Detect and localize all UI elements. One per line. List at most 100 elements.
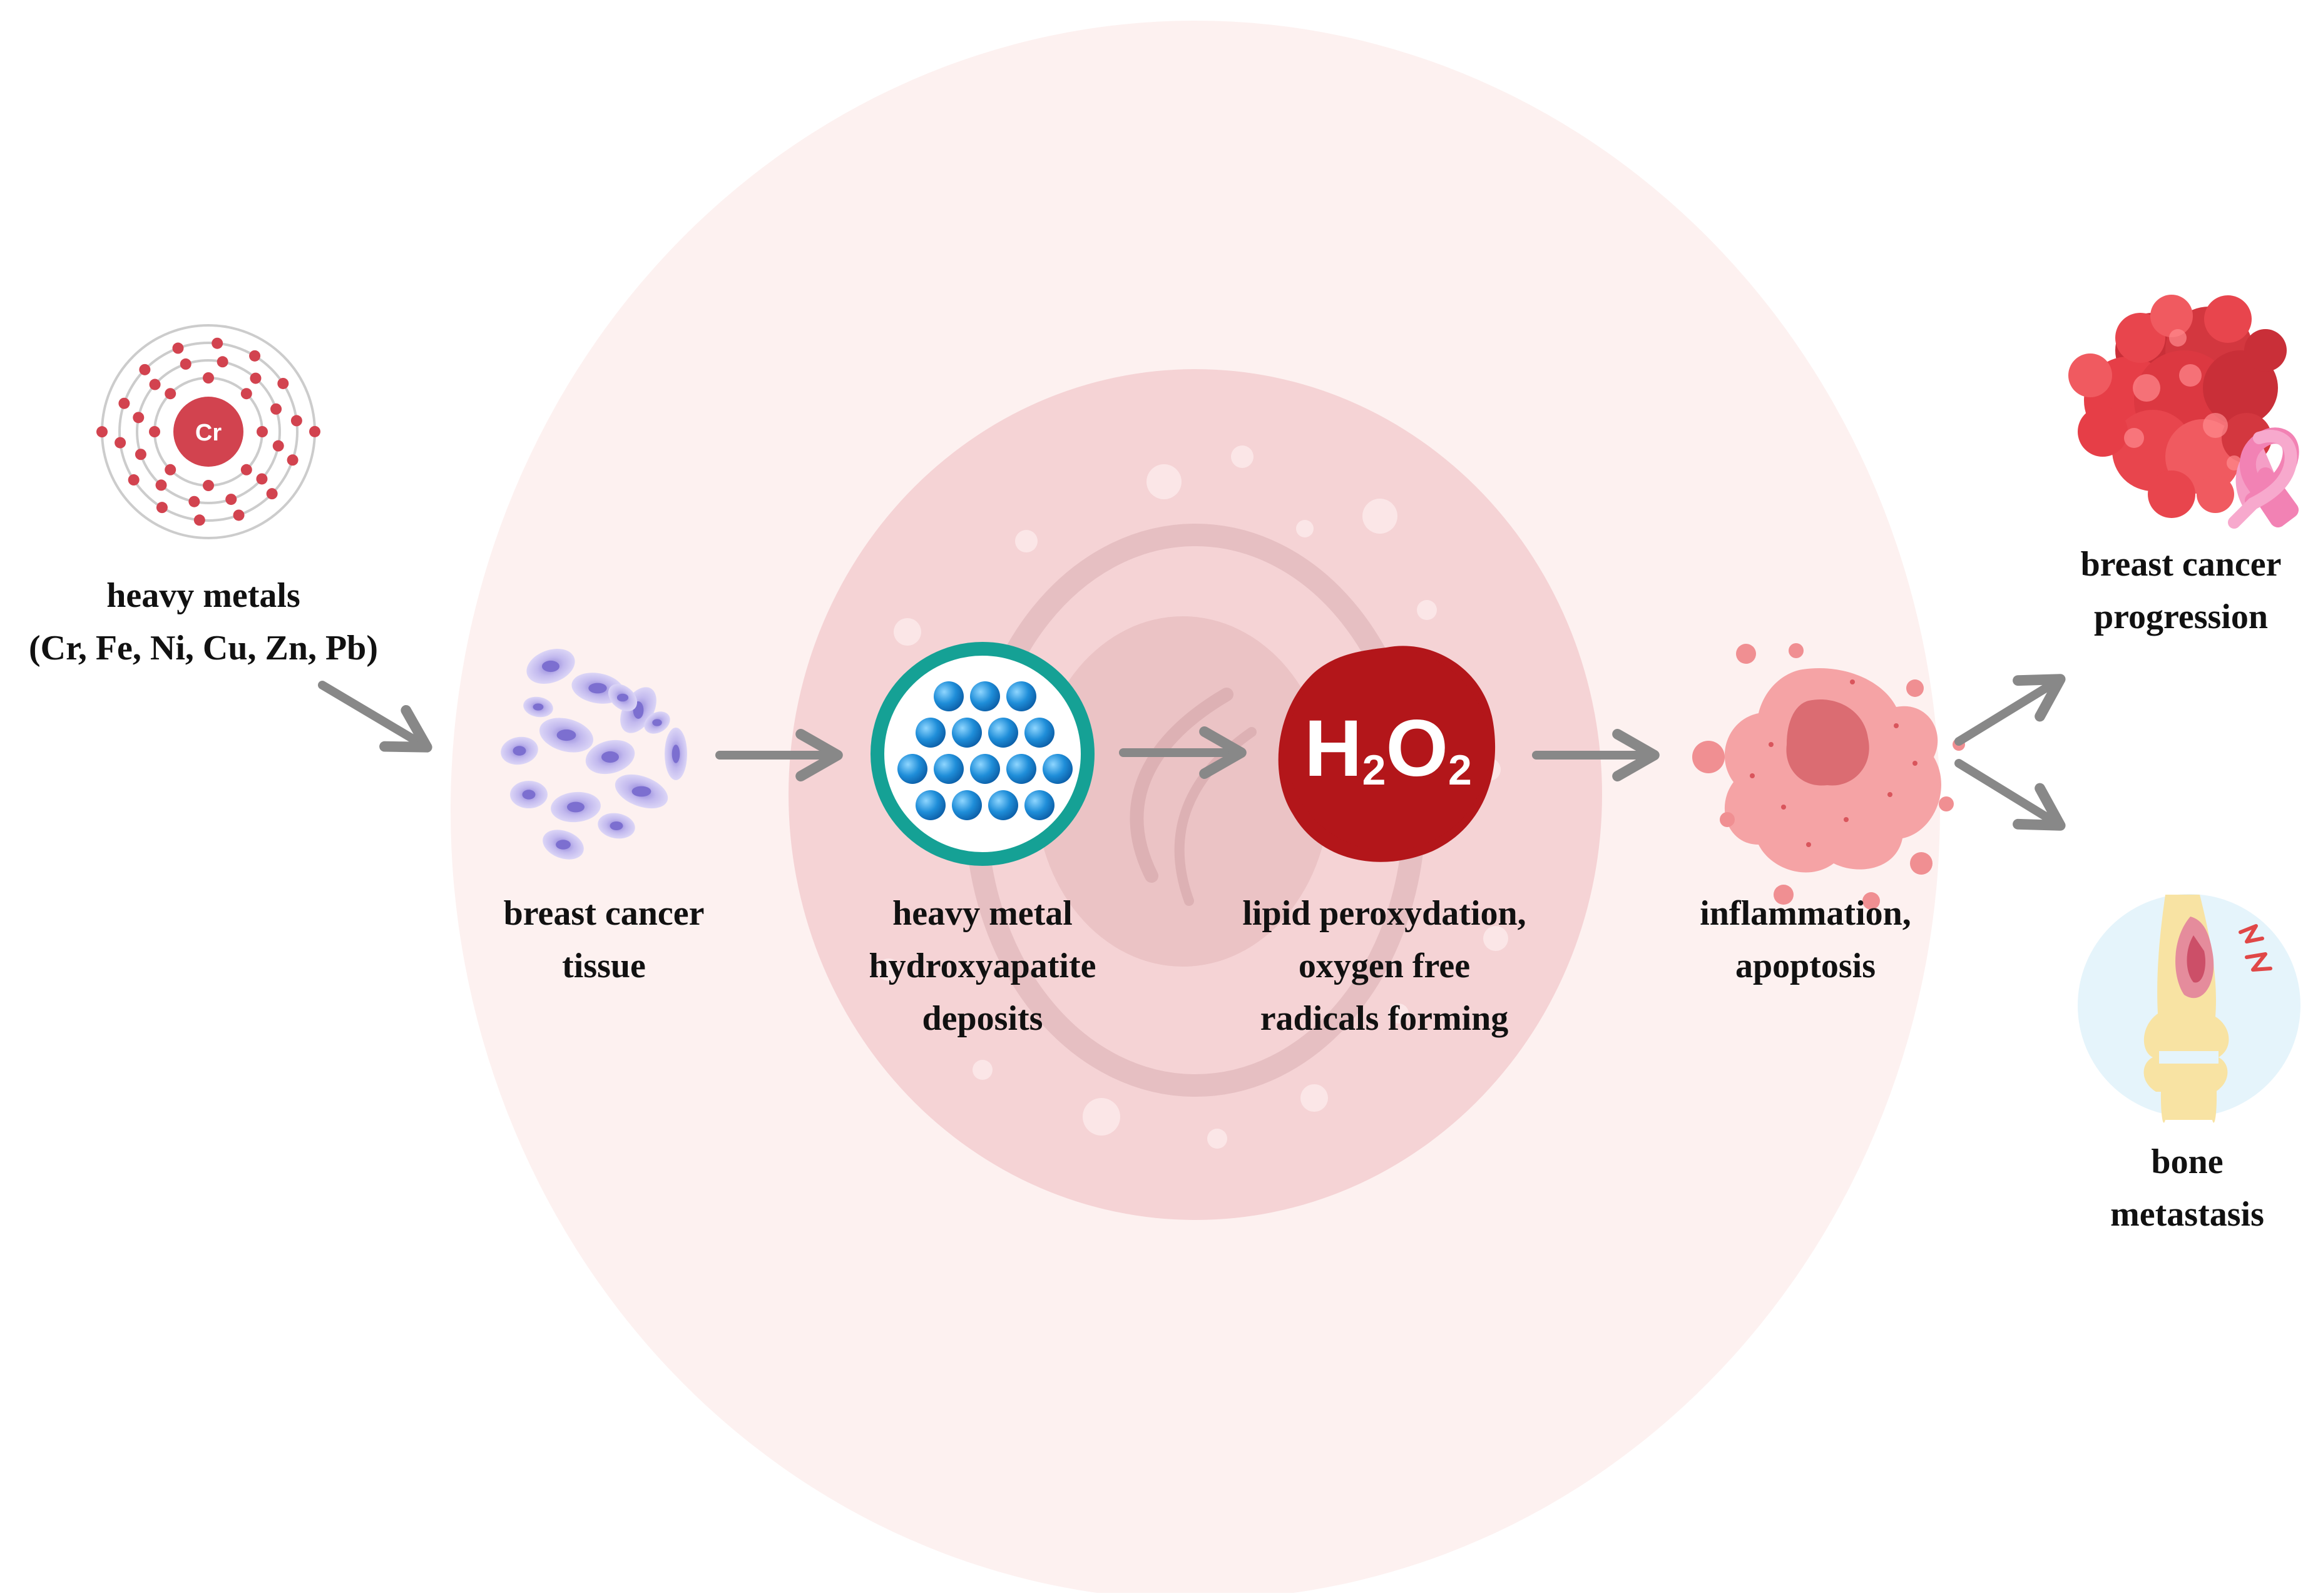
tumor-icon xyxy=(2068,295,2287,518)
deposit-bead xyxy=(934,681,964,711)
tumor-lobe xyxy=(2068,353,2112,397)
electron xyxy=(172,342,184,354)
inflammation-icon xyxy=(1692,643,1965,910)
electron xyxy=(165,388,176,400)
tumor-highlight xyxy=(2133,374,2160,402)
deposit-bead xyxy=(897,754,927,784)
electron xyxy=(256,473,268,485)
h2o2-formula: H2O2 xyxy=(1304,704,1472,794)
electron xyxy=(156,502,168,514)
deposits-icon xyxy=(871,642,1095,866)
electron xyxy=(128,474,140,486)
arrow-to-metastasis xyxy=(1954,759,2066,831)
electron xyxy=(149,426,160,437)
deposit-bead xyxy=(1006,681,1036,711)
deposit-bead xyxy=(916,790,946,820)
electron xyxy=(287,454,299,466)
deposit-bead xyxy=(970,681,1000,711)
deposit-bead xyxy=(916,718,946,748)
deposit-bead xyxy=(970,754,1000,784)
flow-arrows xyxy=(318,674,2066,831)
deposit-bead xyxy=(934,754,964,784)
deposit-bead xyxy=(1043,754,1073,784)
electron xyxy=(155,479,167,491)
electron xyxy=(180,358,191,370)
deposit-bead xyxy=(1024,790,1054,820)
electron xyxy=(133,412,145,424)
electron xyxy=(257,426,268,437)
electron xyxy=(272,440,284,452)
h2o2-icon: H2O2 xyxy=(1278,646,1496,862)
atom-symbol: Cr xyxy=(195,420,222,446)
electron xyxy=(115,437,126,449)
tumor-lobe xyxy=(2150,295,2193,337)
electron xyxy=(225,494,237,506)
tumor-lobe xyxy=(2197,475,2234,513)
tissue-cell-nucleus xyxy=(610,821,623,830)
tissue-cell-nucleus xyxy=(631,786,651,797)
electron xyxy=(233,509,245,521)
deposit-bead xyxy=(952,718,982,748)
electron xyxy=(290,415,302,427)
electron xyxy=(149,379,161,390)
label-inflammation-apoptosis: inflammation,apoptosis xyxy=(1700,894,1911,985)
tissue-cell-nucleus xyxy=(542,660,559,673)
tissue-cell-nucleus xyxy=(556,840,571,850)
tumor-highlight xyxy=(2179,364,2202,387)
deposit-bead xyxy=(988,790,1018,820)
electron xyxy=(118,397,130,409)
tumor-lobe xyxy=(2244,329,2287,372)
tissue-cell-nucleus xyxy=(601,751,619,763)
nucleus-fold xyxy=(1130,688,1233,883)
cell-vesicles xyxy=(877,445,1508,1149)
electron xyxy=(277,377,289,389)
arrow-metals-to-tissue xyxy=(318,681,432,753)
electron xyxy=(240,388,252,400)
ribbon-icon xyxy=(2228,427,2299,529)
tissue-cell-nucleus xyxy=(652,719,662,726)
electron xyxy=(217,356,228,368)
tumor-highlight xyxy=(2169,329,2187,347)
atom-icon: Cr xyxy=(96,324,320,539)
electron xyxy=(139,363,151,375)
label-heavy-metals: heavy metals(Cr, Fe, Ni, Cu, Zn, Pb) xyxy=(29,576,378,668)
cell-background xyxy=(451,21,1940,1596)
electron xyxy=(188,496,200,507)
electron xyxy=(250,372,262,384)
tissue-cell-nucleus xyxy=(588,683,607,694)
tissue-cell-nucleus xyxy=(671,745,680,763)
tissue-cell-nucleus xyxy=(533,703,544,711)
tissue-icon xyxy=(501,648,687,860)
electron xyxy=(165,464,176,475)
electron xyxy=(266,488,278,500)
electron xyxy=(203,372,214,384)
tumor-lobe xyxy=(2078,407,2128,457)
tissue-cell-nucleus xyxy=(513,746,526,756)
electron xyxy=(193,514,205,526)
electron xyxy=(135,449,146,460)
deposit-bead xyxy=(952,790,982,820)
nucleus xyxy=(1036,616,1330,967)
deposit-bead xyxy=(1006,754,1036,784)
electron xyxy=(212,337,223,349)
bone-icon xyxy=(2078,894,2300,1123)
electron xyxy=(96,426,108,438)
tumor-lobe xyxy=(2204,295,2252,343)
deposit-bead xyxy=(988,718,1018,748)
electron xyxy=(270,403,282,415)
tissue-cell-nucleus xyxy=(616,693,629,702)
tissue-cell-nucleus xyxy=(556,729,576,741)
electron xyxy=(309,425,320,437)
tumor-lobe xyxy=(2148,470,2195,518)
tumor-highlight xyxy=(2124,428,2144,448)
tissue-cell-nucleus xyxy=(522,790,536,800)
tissue-cell-nucleus xyxy=(567,801,585,813)
arrow-to-progression xyxy=(1954,674,2066,746)
electron xyxy=(249,350,261,362)
tumor-highlight xyxy=(2203,413,2228,438)
